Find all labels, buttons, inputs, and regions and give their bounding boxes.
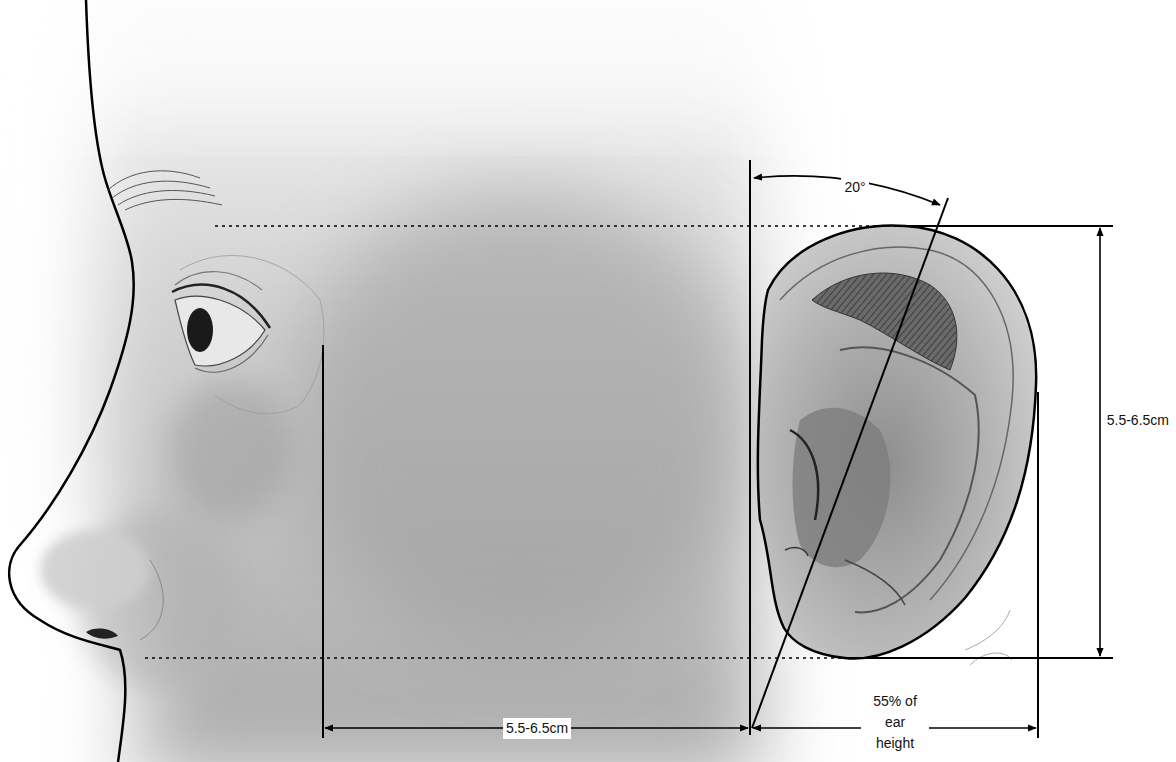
- face-profile: [9, 0, 134, 762]
- dimension-label: 5.5-6.5cm: [1104, 410, 1172, 431]
- eye: [172, 256, 324, 414]
- nose-wing: [140, 560, 163, 640]
- reference-lines: [145, 160, 1113, 738]
- dimension-label: 55% of ear height: [861, 691, 929, 754]
- angle-label: 20°: [841, 177, 868, 198]
- eyebrow: [108, 171, 222, 210]
- dimension-label: 5.5-6.5cm: [503, 718, 571, 739]
- nostril: [86, 629, 118, 639]
